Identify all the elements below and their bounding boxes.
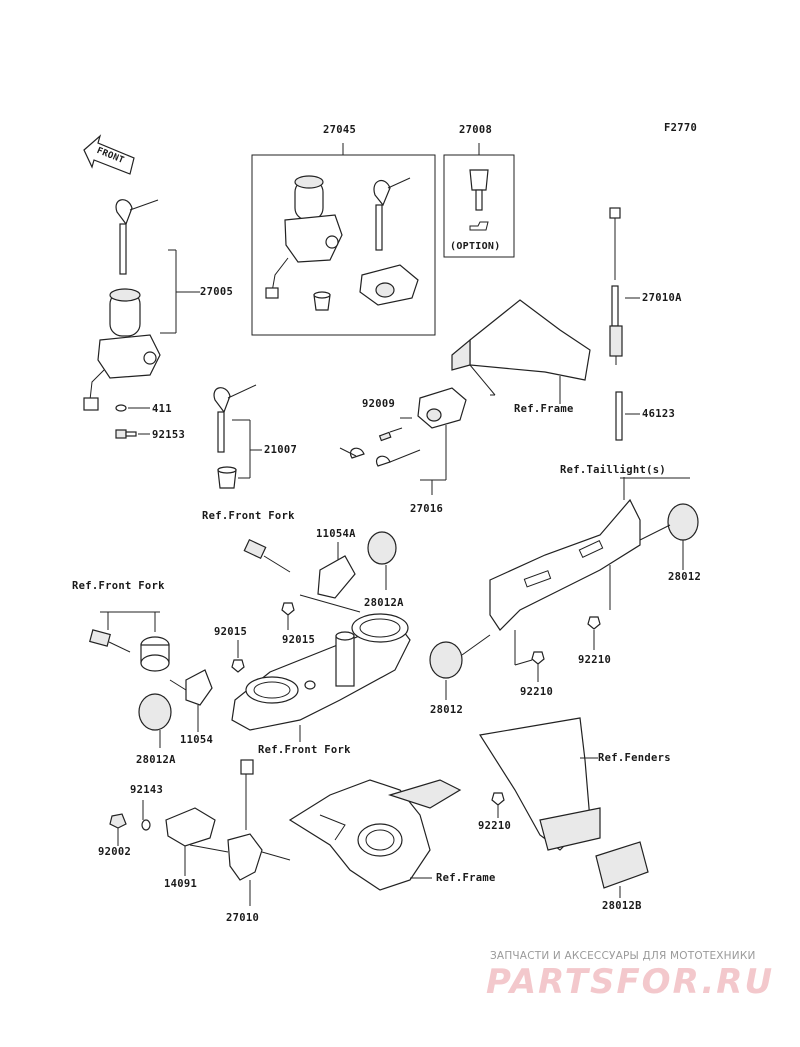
screw-icon xyxy=(378,427,403,442)
collar-drawing xyxy=(140,636,170,672)
part-label: 92210 xyxy=(520,686,554,698)
part-label: 28012 xyxy=(668,571,702,583)
taillight-bracket-drawing xyxy=(489,498,641,631)
washer-icon xyxy=(141,819,151,831)
reflector-drawing xyxy=(667,503,699,541)
part-label: 27005 xyxy=(200,286,234,298)
bolt-drawing xyxy=(243,538,291,573)
key-icon xyxy=(213,384,257,453)
ref-label: Ref.Taillight(s) xyxy=(560,464,666,476)
bolt-drawing xyxy=(89,629,131,653)
bolt-drawing xyxy=(109,813,127,829)
key-blank-icon xyxy=(469,169,489,231)
part-label: 92002 xyxy=(98,846,132,858)
washer-icon xyxy=(115,404,127,412)
key-icon xyxy=(115,199,159,275)
part-label: 92015 xyxy=(282,634,316,646)
part-label: 46123 xyxy=(642,408,676,420)
part-label: 27010A xyxy=(642,292,682,304)
switch-drawing xyxy=(227,759,263,906)
part-label: 11054 xyxy=(180,734,214,746)
switch-drawing xyxy=(609,207,623,365)
cover-drawing xyxy=(165,807,216,847)
seat-lock-drawing xyxy=(417,387,467,429)
part-label: 92015 xyxy=(214,626,248,638)
part-label: 28012A xyxy=(364,597,404,609)
fender-drawing xyxy=(479,717,601,851)
watermark-logo: PARTSFOR.RU xyxy=(486,962,775,1002)
front-arrow-icon xyxy=(83,134,135,175)
part-label: 21007 xyxy=(264,444,298,456)
frame-bracket-drawing xyxy=(451,299,591,396)
triple-clamp-drawing xyxy=(231,613,411,731)
part-label: 27008 xyxy=(459,124,493,136)
part-label: 28012 xyxy=(430,704,464,716)
ref-label: Ref.Front Fork xyxy=(202,510,295,522)
ignition-switch-drawing xyxy=(265,175,343,299)
part-label: 28012A xyxy=(136,754,176,766)
ref-label: Ref.Front Fork xyxy=(72,580,165,592)
reflector-drawing xyxy=(429,641,463,679)
key-icon xyxy=(373,177,411,251)
nut-icon xyxy=(531,651,545,665)
seat-lock-drawing xyxy=(359,264,419,306)
screw-icon xyxy=(115,429,137,439)
reflector-drawing xyxy=(367,531,397,565)
cap-drawing xyxy=(313,291,331,311)
pin-drawing xyxy=(615,391,623,441)
ref-label: Ref.Frame xyxy=(436,872,496,884)
option-label: (OPTION) xyxy=(450,241,501,252)
ignition-set-box xyxy=(251,154,436,336)
diagram-code: F2770 xyxy=(664,122,698,134)
part-label: 92009 xyxy=(362,398,396,410)
part-label: 27010 xyxy=(226,912,260,924)
part-label: 28012B xyxy=(602,900,642,912)
bracket-drawing xyxy=(185,669,213,706)
nut-icon xyxy=(281,602,295,616)
watermark-subtitle: ЗАПЧАСТИ И АКСЕССУАРЫ ДЛЯ МОТОТЕХНИКИ xyxy=(490,950,756,962)
part-label: 92210 xyxy=(578,654,612,666)
nut-icon xyxy=(587,616,601,630)
ref-label: Ref.Front Fork xyxy=(258,744,351,756)
cap-drawing xyxy=(217,466,237,489)
part-label: 27045 xyxy=(323,124,357,136)
part-label: 27016 xyxy=(410,503,444,515)
nut-icon xyxy=(231,659,245,673)
reflector-drawing xyxy=(138,693,172,731)
frame-head-drawing xyxy=(288,779,462,891)
ref-label: Ref.Frame xyxy=(514,403,574,415)
bracket-drawing xyxy=(317,555,356,599)
reflector-plate-drawing xyxy=(595,841,649,889)
part-label: 411 xyxy=(152,403,172,415)
part-label: 92210 xyxy=(478,820,512,832)
part-label: 14091 xyxy=(164,878,198,890)
ref-label: Ref.Fenders xyxy=(598,752,671,764)
part-label: 11054A xyxy=(316,528,356,540)
ignition-switch-drawing xyxy=(83,288,161,411)
part-label: 92153 xyxy=(152,429,186,441)
part-label: 92143 xyxy=(130,784,164,796)
key-icon xyxy=(339,447,421,467)
nut-icon xyxy=(491,792,505,806)
